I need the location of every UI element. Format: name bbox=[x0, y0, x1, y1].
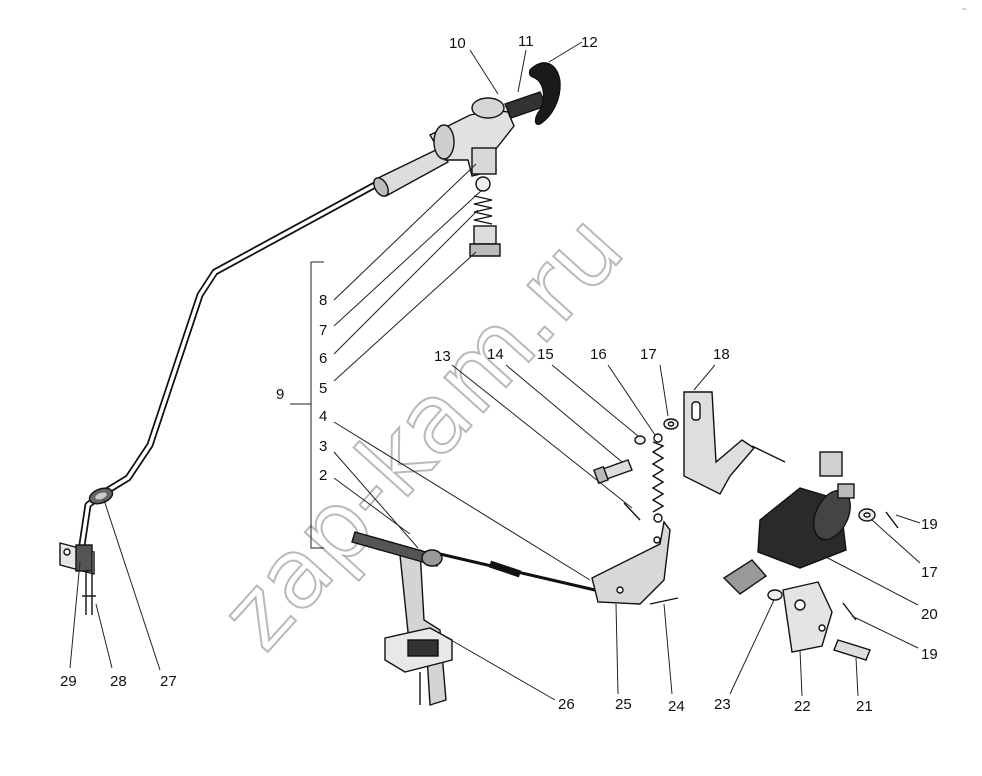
callout-7: 7 bbox=[319, 322, 327, 339]
callout-17-top: 17 bbox=[640, 346, 657, 363]
valve-ball bbox=[475, 176, 491, 192]
washer-15 bbox=[634, 435, 646, 445]
callout-25: 25 bbox=[615, 696, 632, 713]
washer-17-top bbox=[663, 418, 679, 430]
callout-13: 13 bbox=[434, 348, 451, 365]
callout-11: 11 bbox=[518, 33, 534, 50]
group-bracket bbox=[310, 261, 324, 549]
callout-14: 14 bbox=[487, 346, 504, 363]
callout-labels: 10 11 12 8 7 6 5 4 3 2 9 13 14 15 16 17 … bbox=[60, 33, 938, 715]
callout-2: 2 bbox=[319, 467, 327, 484]
bolt-14 bbox=[593, 459, 633, 485]
callout-22: 22 bbox=[794, 698, 811, 715]
handle-assembly bbox=[429, 62, 561, 177]
callout-24: 24 bbox=[668, 698, 685, 715]
callout-21: 21 bbox=[856, 698, 873, 715]
spring-16 bbox=[651, 433, 665, 523]
cable-sleeve bbox=[373, 147, 449, 197]
callout-4: 4 bbox=[319, 408, 327, 425]
callout-27: 27 bbox=[160, 673, 177, 690]
callout-19-top: 19 bbox=[921, 516, 938, 533]
callout-16: 16 bbox=[590, 346, 607, 363]
valve-spring bbox=[473, 195, 493, 225]
cotter-pin-19-top bbox=[885, 511, 899, 529]
callout-10: 10 bbox=[449, 35, 466, 52]
callout-29: 29 bbox=[60, 673, 77, 690]
washer-17-right bbox=[858, 508, 876, 522]
plate-22 bbox=[782, 581, 833, 653]
bracket-18 bbox=[683, 391, 786, 495]
callout-18: 18 bbox=[713, 346, 730, 363]
washer-23 bbox=[767, 589, 783, 601]
corner-mark: ~ bbox=[962, 5, 967, 14]
callout-3: 3 bbox=[319, 438, 327, 455]
callout-28: 28 bbox=[110, 673, 127, 690]
callout-17-right: 17 bbox=[921, 564, 938, 581]
callout-19-bottom: 19 bbox=[921, 646, 938, 663]
callout-15: 15 bbox=[537, 346, 554, 363]
control-rod bbox=[439, 552, 596, 592]
lever-bracket-left bbox=[351, 531, 453, 706]
cylinder-20 bbox=[722, 451, 855, 595]
valve-plug bbox=[469, 225, 501, 257]
leader-lines bbox=[69, 41, 921, 701]
cotter-pin-13 bbox=[623, 502, 641, 521]
lever-25 bbox=[591, 520, 679, 605]
callout-26: 26 bbox=[558, 696, 575, 713]
callout-12: 12 bbox=[581, 34, 598, 51]
callout-9: 9 bbox=[276, 386, 284, 403]
callout-6: 6 bbox=[319, 350, 327, 367]
grommet bbox=[88, 487, 114, 505]
callout-20: 20 bbox=[921, 606, 938, 623]
callout-8: 8 bbox=[319, 292, 327, 309]
pin-21 bbox=[833, 639, 871, 661]
callout-5: 5 bbox=[319, 380, 327, 397]
callout-23: 23 bbox=[714, 696, 731, 713]
mounting-bracket bbox=[59, 542, 96, 615]
